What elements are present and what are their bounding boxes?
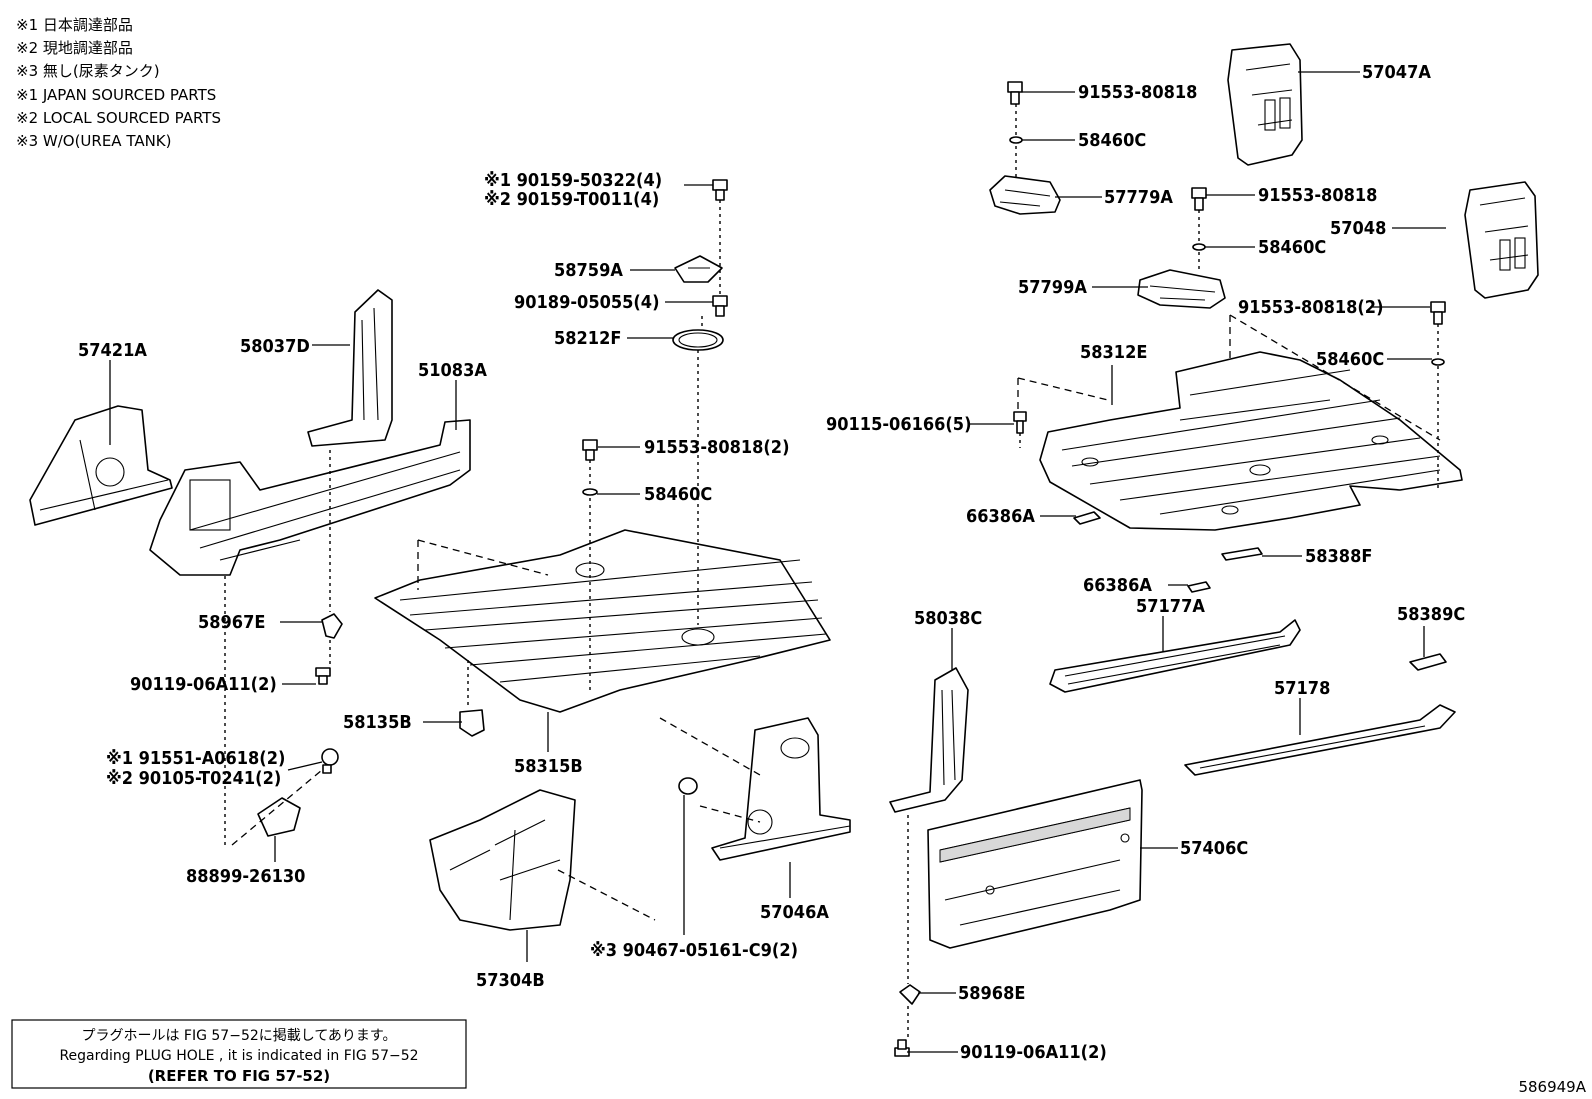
label-58460c-d: 58460C: [644, 484, 712, 505]
label-90159-50322: ※1 90159-50322(4): [484, 170, 662, 191]
bolt-91553-b-drawing: [1191, 187, 1207, 211]
label-58460c-b: 58460C: [1258, 237, 1326, 258]
label-91553-80818-b: 91553-80818: [1258, 185, 1377, 206]
label-58460c-a: 58460C: [1078, 130, 1146, 151]
part-88899-drawing: [257, 797, 301, 837]
washer-58460c-d-drawing: [582, 488, 598, 496]
label-58460c-c: 58460C: [1316, 349, 1384, 370]
bolt-91551-drawing: [321, 748, 339, 774]
label-58312e: 58312E: [1080, 342, 1147, 363]
label-58212f: 58212F: [554, 328, 621, 349]
label-90467-05161: ※3 90467-05161-C9(2): [590, 940, 798, 961]
panel-57046a-drawing: [711, 717, 851, 861]
label-58038c: 58038C: [914, 608, 982, 629]
clip-66386a-b-drawing: [1187, 581, 1211, 593]
bracket-58389c-drawing: [1409, 653, 1447, 671]
panel-57406c-drawing: [927, 779, 1143, 949]
bolt-91553-c-drawing: [1430, 301, 1446, 325]
grommet-90467-drawing: [678, 777, 698, 795]
bolt-90159-drawing: [712, 179, 728, 201]
label-58315b: 58315B: [514, 756, 583, 777]
bolt-90119-a-drawing: [315, 667, 331, 685]
bolt-90189-drawing: [712, 295, 728, 317]
note-line-3: (REFER TO FIG 57-52): [148, 1067, 330, 1085]
label-58135b: 58135B: [343, 712, 412, 733]
washer-58460c-b-drawing: [1192, 243, 1206, 251]
label-66386a-b: 66386A: [1083, 575, 1152, 596]
note-box: [11, 1019, 467, 1089]
rail-57177a-drawing: [1049, 619, 1301, 693]
label-58388f: 58388F: [1305, 546, 1372, 567]
label-57048: 57048: [1330, 218, 1386, 239]
leader-lines: [109, 71, 1446, 1053]
label-58967e: 58967E: [198, 612, 265, 633]
bolt-91553-a-drawing: [1007, 81, 1023, 105]
label-57177a: 57177A: [1136, 596, 1205, 617]
bolt-91553-d-drawing: [582, 439, 598, 461]
clip-66386a-a-drawing: [1073, 511, 1101, 525]
floor-pan-58312e-drawing: [1039, 351, 1463, 531]
label-57406c: 57406C: [1180, 838, 1248, 859]
label-57046a: 57046A: [760, 902, 829, 923]
bracket-57779a-drawing: [989, 175, 1061, 215]
legend: ※1 日本調達部品 ※2 現地調達部品 ※3 無し(尿素タンク) ※1 JAPA…: [16, 16, 221, 150]
note-line-2: Regarding PLUG HOLE , it is indicated in…: [59, 1048, 418, 1064]
label-57779a: 57779A: [1104, 187, 1173, 208]
label-66386a-a: 66386A: [966, 506, 1035, 527]
rail-57178-drawing: [1184, 704, 1456, 776]
reference-note: プラグホールは FIG 57−52に掲載してあります。 Regarding PL…: [11, 1019, 467, 1089]
label-58968e: 58968E: [958, 983, 1025, 1004]
pillar-58037d-drawing: [307, 289, 393, 447]
label-90105-t0241: ※2 90105-T0241(2): [106, 768, 281, 789]
pillar-58038c-drawing: [889, 667, 969, 813]
clip-58968e-drawing: [899, 984, 921, 1005]
figure-id: 586949A: [1518, 1078, 1586, 1096]
label-91553-80818-c: 91553-80818(2): [1238, 297, 1383, 318]
legend-line-3: ※3 無し(尿素タンク): [16, 62, 160, 80]
bracket-57799a-drawing: [1137, 269, 1226, 309]
washer-58460c-c-drawing: [1431, 358, 1445, 366]
panel-57047a-drawing: [1227, 43, 1303, 166]
label-90119-06a11-a: 90119-06A11(2): [130, 674, 277, 695]
legend-line-4: ※1 JAPAN SOURCED PARTS: [16, 86, 216, 104]
label-57421a: 57421A: [78, 340, 147, 361]
label-57304b: 57304B: [476, 970, 545, 991]
label-88899-26130: 88899-26130: [186, 866, 305, 887]
label-57047a: 57047A: [1362, 62, 1431, 83]
legend-line-2: ※2 現地調達部品: [16, 39, 133, 57]
floor-pan-58315b-drawing: [374, 529, 831, 713]
label-90189-05055: 90189-05055(4): [514, 292, 659, 313]
panel-57421a-drawing: [29, 405, 173, 526]
panel-57048-drawing: [1464, 181, 1539, 299]
clip-58967e-drawing: [321, 613, 343, 639]
label-57178: 57178: [1274, 678, 1330, 699]
label-58389c: 58389C: [1397, 604, 1465, 625]
label-90115-06166: 90115-06166(5): [826, 414, 971, 435]
member-51083a-drawing: [149, 419, 471, 576]
bracket-58135b-drawing: [459, 709, 485, 737]
note-line-1: プラグホールは FIG 57−52に掲載してあります。: [81, 1028, 396, 1044]
label-57799a: 57799A: [1018, 277, 1087, 298]
label-58759a: 58759A: [554, 260, 623, 281]
label-91553-80818-d: 91553-80818(2): [644, 437, 789, 458]
washer-58460c-a-drawing: [1009, 136, 1023, 144]
legend-line-1: ※1 日本調達部品: [16, 16, 133, 34]
cover-58759a-drawing: [674, 255, 723, 283]
label-91551-a0618: ※1 91551-A0618(2): [106, 748, 285, 769]
part-labels: 57047A 57048 91553-80818 58460C 57779A 9…: [78, 62, 1465, 1063]
label-91553-80818-a: 91553-80818: [1078, 82, 1197, 103]
label-90119-06a11-b: 90119-06A11(2): [960, 1042, 1107, 1063]
label-51083a: 51083A: [418, 360, 487, 381]
label-90159-t0011: ※2 90159-T0011(4): [484, 189, 659, 210]
clip-58388f-drawing: [1221, 547, 1263, 561]
legend-line-5: ※2 LOCAL SOURCED PARTS: [16, 109, 221, 127]
label-58037d: 58037D: [240, 336, 310, 357]
panel-57304b-drawing: [429, 789, 576, 931]
bolt-90119-b-drawing: [894, 1039, 910, 1057]
screw-90115-drawing: [1013, 411, 1027, 434]
legend-line-6: ※3 W/O(UREA TANK): [16, 132, 172, 150]
parts-drawings: [29, 43, 1539, 1057]
